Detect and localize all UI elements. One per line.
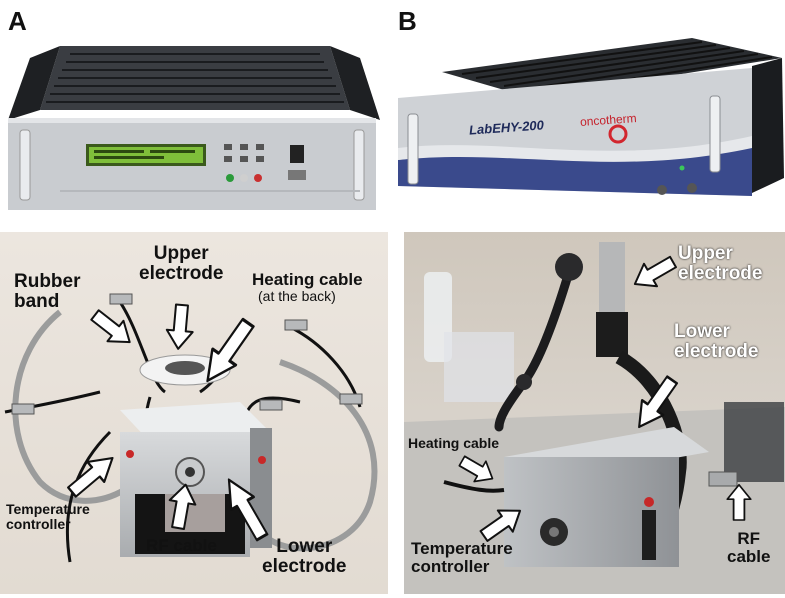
- label-heating-cable-right: Heating cable: [408, 435, 500, 451]
- rack-device-b-photo: [392, 28, 785, 223]
- arrow-upper-electrode-right: [627, 249, 681, 297]
- arrow-upper-electrode-left: [164, 302, 196, 351]
- arrow-lower-electrode-left: [216, 471, 275, 545]
- label-rf-cable-left: RF cable: [146, 536, 217, 555]
- label-heating-cable-left: Heating cable (at the back): [252, 270, 363, 304]
- arrow-heating-cable-left: [194, 313, 262, 391]
- setup-photo-right: [404, 232, 785, 594]
- rack-device-a-photo: [0, 40, 385, 215]
- arrow-rf-cable-left: [164, 481, 200, 532]
- arrow-lower-electrode-right: [627, 371, 684, 436]
- panel-letter-b: B: [398, 6, 417, 36]
- arrow-rubber-band: [85, 303, 139, 354]
- arrow-temperature-controller-left: [62, 446, 122, 504]
- arrow-heating-cable-right: [455, 449, 500, 490]
- arrow-rf-cable-right: [726, 483, 752, 521]
- panel-letter-a: A: [8, 6, 27, 36]
